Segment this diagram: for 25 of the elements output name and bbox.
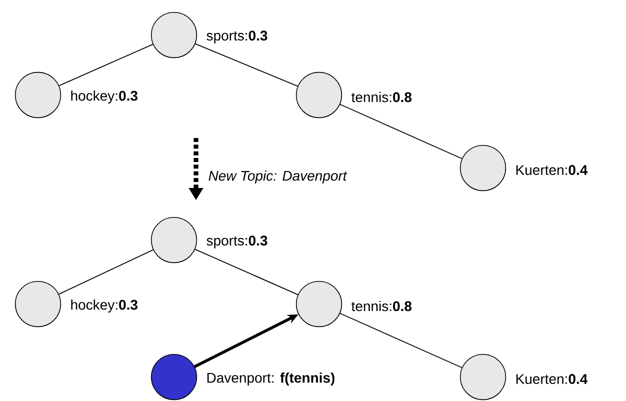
tree-line: [194, 43, 298, 87]
caption-text: New Topic: Davenport: [208, 170, 348, 184]
node-label: tennis:0.8: [351, 92, 412, 102]
tree-line: [58, 44, 154, 86]
tree-line: [340, 312, 462, 368]
circle-node: [460, 354, 506, 400]
circle-node: [150, 216, 198, 264]
circle-node: [14, 280, 62, 328]
node-label: Davenport: f(tennis): [207, 372, 334, 386]
circle-node: [460, 144, 506, 192]
tree-line: [58, 249, 154, 295]
circle-node: [150, 354, 198, 400]
tree-line: [194, 248, 298, 296]
circle-node: [14, 72, 62, 118]
node-label: hockey:0.3: [71, 299, 138, 313]
tree-line: [340, 104, 462, 160]
node-label: hockey:0.3: [71, 90, 138, 104]
circle-node: [296, 72, 342, 118]
circle-node: [150, 12, 198, 58]
node-label: sports:0.3: [206, 30, 268, 44]
node-label: Kuerten:0.4: [516, 374, 588, 384]
node-label: Kuerten:0.4: [516, 165, 588, 175]
node-label: tennis:0.8: [351, 300, 412, 312]
node-label: sports:0.3: [206, 236, 268, 248]
circle-node: [296, 280, 342, 328]
